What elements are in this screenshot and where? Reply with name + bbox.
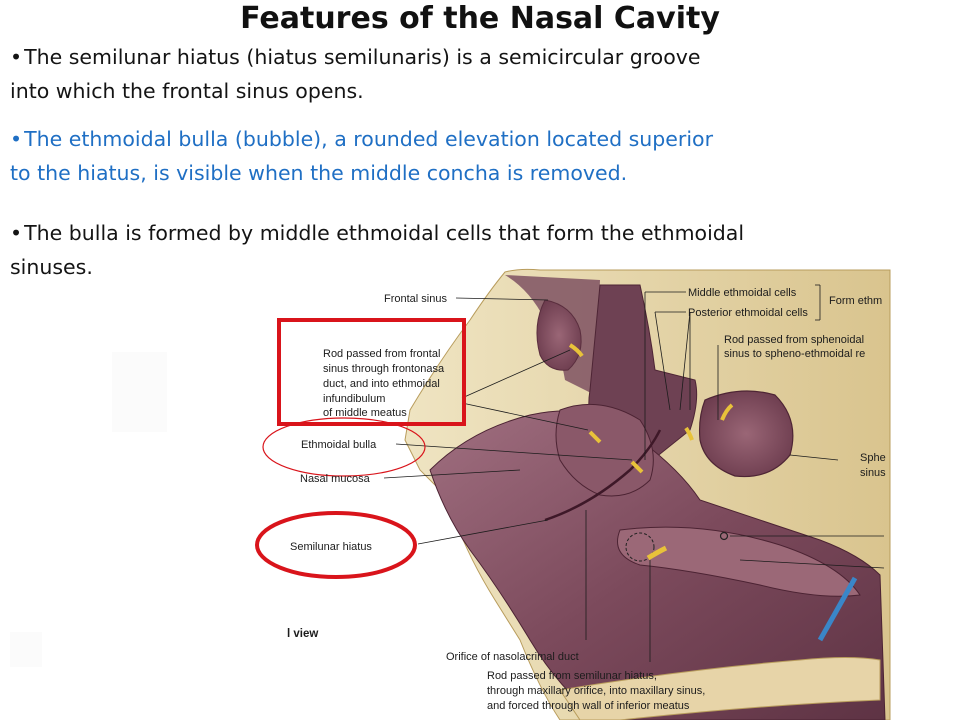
bullet-line: The semilunar hiatus (hiatus semilunaris…	[24, 45, 701, 69]
label-rod-frontal-4: infundibulum	[323, 393, 385, 405]
bullet-marker: •	[10, 45, 23, 69]
label-form-ethm: Form ethm	[829, 295, 882, 307]
probe-rods	[568, 343, 734, 561]
label-nasal-mucosa: Nasal mucosa	[300, 473, 371, 485]
label-sinus: sinus	[860, 467, 886, 479]
sphenoid-sinus-shape	[698, 390, 794, 478]
rod-ethmoid-2	[630, 460, 644, 474]
middle-concha-cut	[555, 403, 654, 497]
label-rod-frontal-3: duct, and into ethmoidal	[323, 378, 440, 390]
semilunar-groove	[544, 429, 662, 522]
rod-ethmoid-1	[588, 430, 602, 444]
label-rod-sphenoidal-2: sinus to spheno-ethmoidal re	[724, 348, 865, 360]
blue-instrument	[817, 576, 858, 642]
label-rod-semilunar-3: and forced through wall of inferior meat…	[487, 700, 690, 712]
label-rod-frontal-5: of middle meatus	[323, 407, 407, 419]
bullet-line: to the hiatus, is visible when the middl…	[10, 161, 628, 185]
label-posterior-ethmoidal: Posterior ethmoidal cells	[688, 307, 808, 319]
slide-title: Features of the Nasal Cavity	[240, 1, 720, 36]
rod-maxillary	[646, 545, 668, 561]
palate	[559, 657, 881, 720]
label-ethmoidal-bulla: Ethmoidal bulla	[301, 439, 377, 451]
bullet-line: The ethmoidal bulla (bubble), a rounded …	[24, 127, 713, 151]
bullet-bulla-formation: •The bulla is formed by middle ethmoidal…	[10, 216, 950, 284]
bullet-line: sinuses.	[10, 255, 93, 279]
highlight-ethmoidal-bulla	[262, 417, 426, 477]
blank-block	[112, 352, 167, 432]
nasolacrimal-orifice	[719, 531, 729, 541]
label-semilunar-hiatus: Semilunar hiatus	[290, 541, 372, 553]
label-orifice: Orifice of nasolacrimal duct	[446, 651, 579, 663]
frontal-sinus-shape	[536, 299, 582, 371]
rod-frontal	[568, 343, 584, 358]
bullet-line: The bulla is formed by middle ethmoidal …	[24, 221, 745, 245]
bullet-marker: •	[10, 127, 23, 151]
maxillary-orifice	[625, 532, 655, 562]
label-middle-ethmoidal: Middle ethmoidal cells	[688, 287, 797, 299]
leader-lines	[383, 284, 885, 662]
white-marker	[414, 516, 446, 548]
rod-sphenoid	[720, 403, 734, 421]
rod-ethmoid-3	[684, 426, 694, 441]
label-view: l view	[287, 628, 318, 640]
label-rod-frontal-1: Rod passed from frontal	[323, 348, 440, 360]
highlight-semilunar-hiatus	[255, 511, 417, 579]
bullet-semilunar-hiatus: •The semilunar hiatus (hiatus semilunari…	[10, 40, 950, 108]
highlight-rod-frontal	[277, 318, 466, 426]
label-rod-frontal-2: sinus through frontonasa	[323, 363, 445, 375]
inferior-concha	[617, 526, 861, 597]
bullet-ethmoidal-bulla: •The ethmoidal bulla (bubble), a rounded…	[10, 122, 950, 190]
label-rod-semilunar-1: Rod passed from semilunar hiatus,	[487, 670, 657, 682]
label-frontal-sinus: Frontal sinus	[384, 293, 447, 305]
label-rod-sphenoidal-1: Rod passed from sphenoidal	[724, 334, 864, 346]
bullet-line: into which the frontal sinus opens.	[10, 79, 364, 103]
label-rod-semilunar-2: through maxillary orifice, into maxillar…	[487, 685, 705, 697]
label-sphe: Sphe	[860, 452, 886, 464]
bullet-marker: •	[10, 221, 23, 245]
blank-block	[10, 632, 42, 667]
